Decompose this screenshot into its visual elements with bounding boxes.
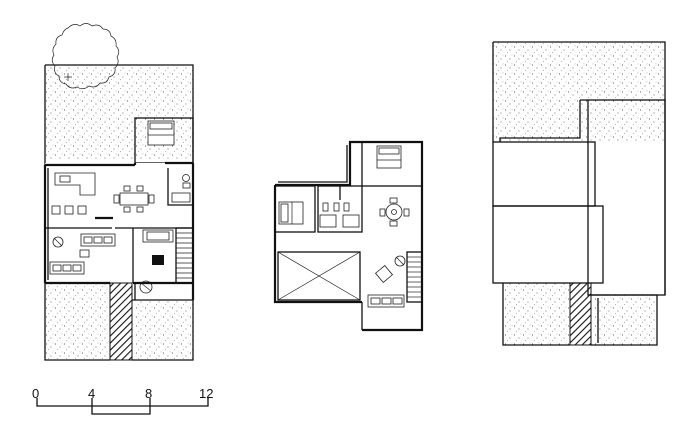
brick-path: [109, 282, 133, 361]
scale-bar: 0 4 8 12: [32, 386, 213, 415]
roof-garden-left: [503, 283, 570, 345]
tree-symbol: [51, 23, 120, 90]
garden-area-bottom-left: [45, 283, 109, 360]
double-height-void: [277, 251, 361, 301]
roof-garden-right: [595, 295, 655, 345]
garden-area-bottom-right: [135, 300, 193, 360]
roof-stipple-area: [493, 42, 665, 142]
upper-floor-plan: [273, 140, 424, 332]
scale-tick-label: 4: [88, 386, 95, 401]
roof-brick-path: [569, 282, 592, 346]
stairs-upper: [406, 251, 423, 303]
scale-tick-label: 8: [145, 386, 152, 401]
garden-area-top: [45, 65, 193, 160]
roof-plan: [492, 41, 666, 346]
ground-floor-plan: [43, 23, 195, 361]
scale-tick-label: 12: [199, 386, 213, 401]
scale-tick-label: 0: [32, 386, 39, 401]
